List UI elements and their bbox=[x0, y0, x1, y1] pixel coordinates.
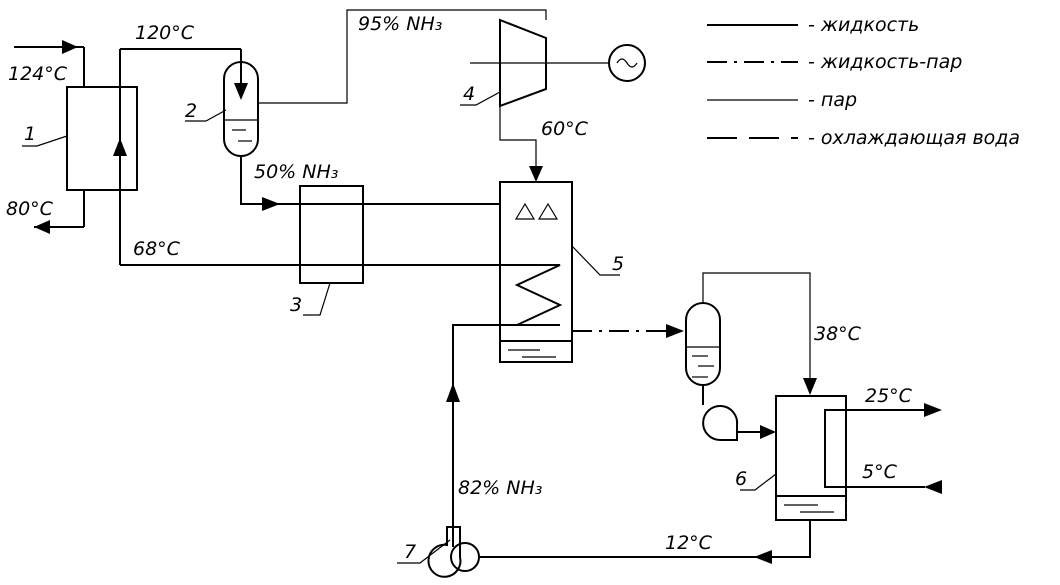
temp-label-38: 38°C bbox=[814, 323, 862, 345]
temp-label-124: 124°C bbox=[8, 63, 68, 85]
number-label-3: 3 bbox=[290, 294, 302, 316]
conc-label-95: 95% NH₃ bbox=[358, 13, 442, 35]
conc-label-82: 82% NH₃ bbox=[458, 477, 542, 499]
number-label-1: 1 bbox=[24, 123, 36, 145]
separator-38 bbox=[685, 272, 817, 441]
legend-label-cooling-water: - охлаждающая вода bbox=[808, 127, 1020, 149]
number-label-2: 2 bbox=[185, 100, 197, 122]
legend-label-liquid-vapor: - жидкость-пар bbox=[808, 51, 962, 73]
number-label-4: 4 bbox=[463, 83, 475, 105]
absorber-5 bbox=[446, 181, 684, 547]
legend-label-liquid: - жидкость bbox=[808, 14, 919, 36]
separator-2 bbox=[223, 9, 547, 211]
turbine-4 bbox=[470, 18, 646, 182]
number-label-6: 6 bbox=[735, 468, 747, 490]
temp-label-68: 68°C bbox=[133, 238, 181, 260]
temp-label-25: 25°C bbox=[865, 385, 913, 407]
pump-7 bbox=[427, 526, 480, 578]
legend-label-vapor: - пар bbox=[808, 89, 857, 111]
number-label-7: 7 bbox=[404, 541, 416, 563]
condenser-6 bbox=[479, 395, 942, 564]
recuperator-3 bbox=[120, 185, 500, 284]
heat-exchanger-1 bbox=[14, 40, 241, 265]
legend-lines bbox=[707, 24, 798, 139]
temp-label-5: 5°C bbox=[862, 461, 898, 483]
conc-label-50: 50% NH₃ bbox=[254, 161, 338, 183]
temp-label-12: 12°C bbox=[665, 532, 713, 554]
temp-label-60: 60°C bbox=[541, 118, 589, 140]
number-label-5: 5 bbox=[612, 253, 624, 275]
number-leaders bbox=[22, 91, 777, 564]
temp-label-120: 120°C bbox=[135, 22, 195, 44]
temp-label-80: 80°C bbox=[6, 198, 54, 220]
